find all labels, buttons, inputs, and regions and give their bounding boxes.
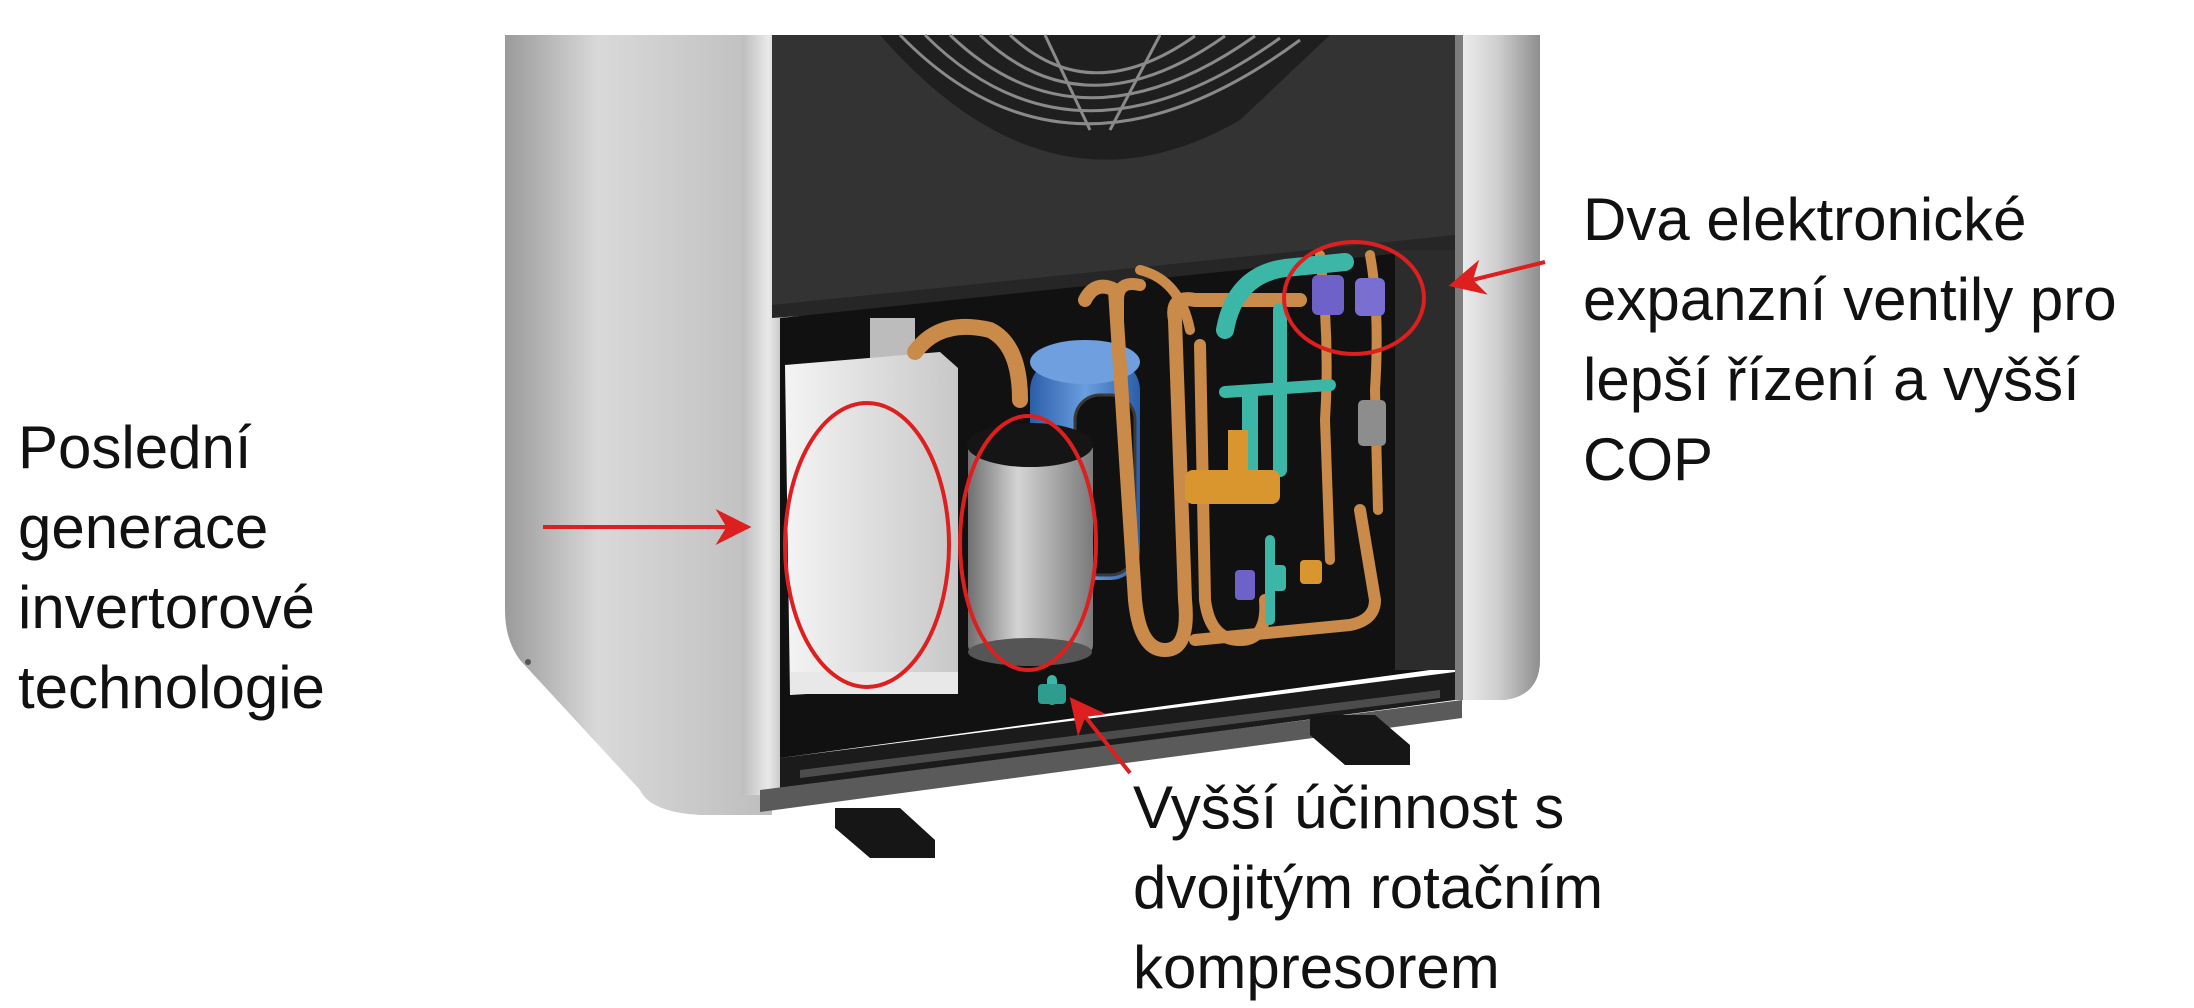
highlight-inverter bbox=[783, 401, 951, 689]
annotation-expansion-valves: Dva elektronické expanzní ventily pro le… bbox=[1583, 186, 2117, 493]
casing-screw bbox=[525, 659, 531, 665]
brass-manifold-stem bbox=[1228, 430, 1248, 475]
service-valve-brass bbox=[1300, 560, 1322, 584]
inverter-box-bottom bbox=[790, 672, 958, 694]
vibration-mount bbox=[1038, 684, 1066, 704]
fan-panel-lower-lip bbox=[772, 235, 1455, 318]
copper-piping bbox=[907, 250, 1383, 657]
inverter-box bbox=[785, 318, 958, 695]
bay-base-plate bbox=[760, 700, 1462, 812]
expansion-valve-right bbox=[1355, 278, 1385, 316]
silver-compressor-body bbox=[968, 440, 1093, 655]
bay-right-wall bbox=[1395, 250, 1455, 670]
inverter-box-front bbox=[785, 352, 958, 695]
expansion-valve-left bbox=[1312, 275, 1344, 315]
annotation-inverter: Poslední generace invertorové technologi… bbox=[18, 414, 325, 721]
silver-compressor bbox=[967, 423, 1093, 666]
brass-manifold bbox=[1185, 430, 1280, 504]
foot-right bbox=[1310, 715, 1410, 765]
highlight-valves bbox=[1282, 240, 1426, 356]
valve-actuator bbox=[1358, 400, 1386, 446]
service-valve-teal bbox=[1270, 565, 1286, 591]
fan-grille bbox=[898, 33, 1301, 131]
bay-floor-rail bbox=[800, 690, 1440, 778]
highlights bbox=[783, 240, 1426, 689]
brass-manifold-body bbox=[1185, 470, 1280, 504]
arrows bbox=[543, 259, 1546, 775]
highlight-compressor bbox=[958, 414, 1098, 672]
service-valve-violet bbox=[1235, 570, 1255, 600]
service-valves bbox=[1038, 560, 1322, 704]
expansion-valves bbox=[1312, 275, 1386, 446]
arrow-to-compressor bbox=[1069, 697, 1132, 775]
unit-casing bbox=[505, 35, 1540, 815]
casing-right-post bbox=[1455, 35, 1540, 700]
arrow-to-valves bbox=[1448, 259, 1546, 295]
casing-left-side bbox=[505, 35, 772, 815]
casing-dark-edge bbox=[1455, 35, 1463, 700]
foot-left bbox=[835, 808, 935, 858]
annotation-compressor: Vyšší účinnost s dvojitým rotačním kompr… bbox=[1133, 774, 1604, 1001]
